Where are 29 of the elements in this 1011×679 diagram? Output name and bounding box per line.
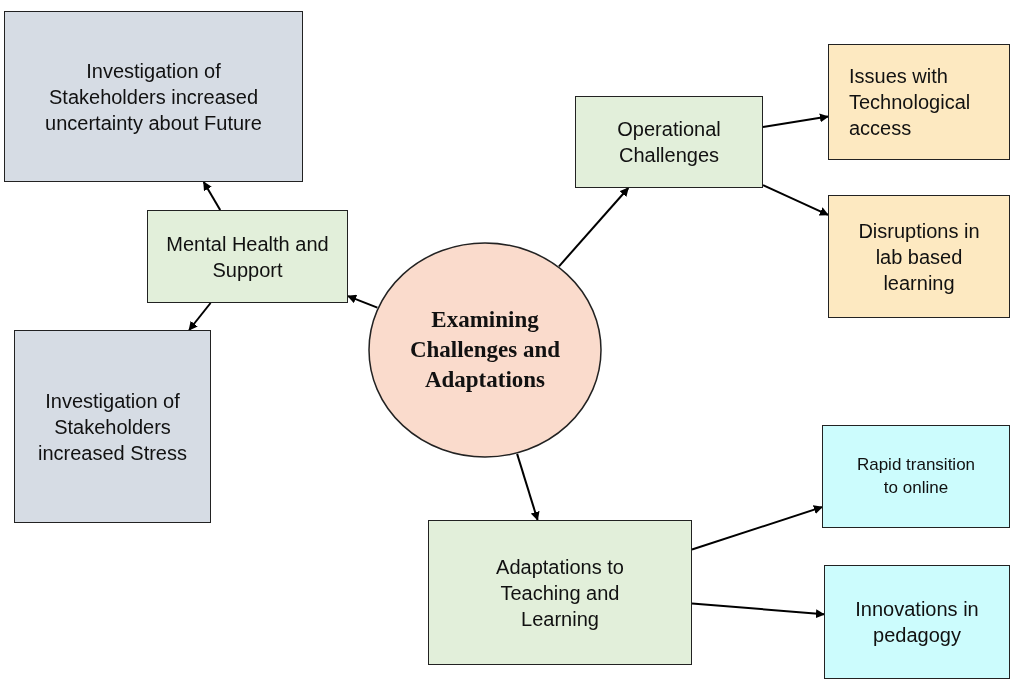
node-label: Issues with Technological access bbox=[848, 64, 972, 141]
arrow bbox=[516, 452, 540, 521]
node-label: Innovations in pedagogy bbox=[854, 597, 980, 648]
arrow bbox=[202, 181, 222, 211]
topic-box bbox=[147, 210, 348, 303]
arrow bbox=[691, 505, 823, 551]
node-label: Investigation of Stakeholders increased Stress bbox=[37, 388, 188, 466]
node-label: Rapid transition to online bbox=[855, 454, 977, 499]
topic-box bbox=[428, 520, 692, 665]
topic-box bbox=[822, 425, 1010, 528]
arrow bbox=[762, 184, 829, 216]
node-label: Operational Challenges bbox=[616, 117, 722, 168]
node-label: Adaptations to Teaching and Learning bbox=[495, 554, 625, 632]
topic-box bbox=[824, 565, 1010, 679]
arrow bbox=[347, 294, 379, 309]
arrow bbox=[691, 602, 825, 619]
arrow bbox=[188, 302, 212, 331]
node-label: Investigation of Stakeholders increased uncertainty about Future bbox=[44, 58, 263, 136]
topic-box bbox=[14, 330, 211, 523]
node-label: Examining Challenges and Adaptations bbox=[408, 306, 562, 394]
topic-ellipse bbox=[368, 242, 602, 458]
arrow bbox=[762, 113, 829, 128]
topic-box bbox=[575, 96, 763, 188]
topic-box bbox=[828, 195, 1010, 318]
arrow bbox=[558, 187, 630, 268]
topic-box bbox=[828, 44, 1010, 160]
node-label: Mental Health and Support bbox=[165, 231, 330, 283]
node-label: Disruptions in lab based learning bbox=[857, 218, 981, 296]
topic-box bbox=[4, 11, 303, 182]
